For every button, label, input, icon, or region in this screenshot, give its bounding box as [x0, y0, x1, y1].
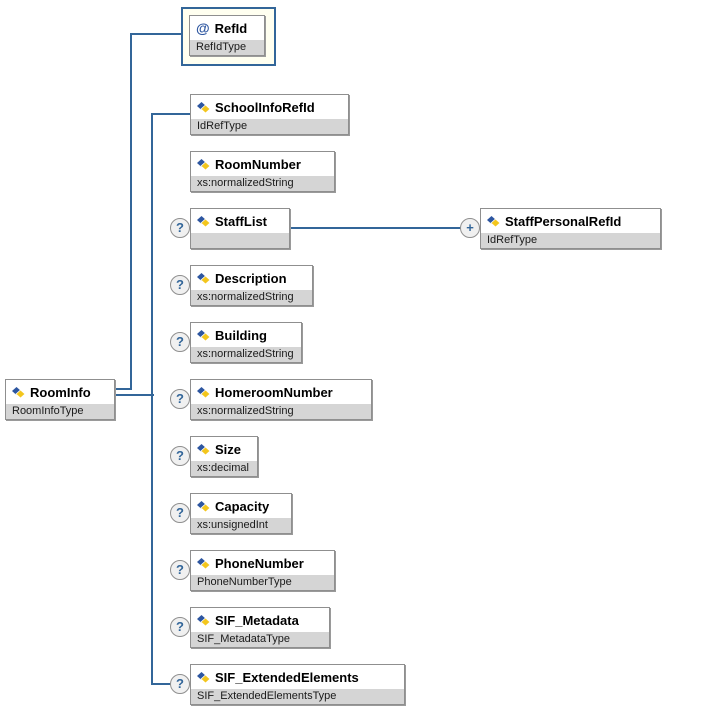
node-type: SIF_ExtendedElementsType [191, 689, 404, 704]
element-icon [197, 500, 210, 512]
connector-root-to-trunk [115, 394, 154, 396]
node-type: SIF_MetadataType [191, 632, 329, 647]
node-type: xs:normalizedString [191, 347, 301, 362]
node-type: xs:unsignedInt [191, 518, 291, 533]
node-capacity[interactable]: Capacity xs:unsignedInt [190, 493, 292, 534]
node-type: PhoneNumberType [191, 575, 334, 590]
node-building[interactable]: Building xs:normalizedString [190, 322, 302, 363]
node-type: xs:decimal [191, 461, 257, 476]
node-stafflist[interactable]: StaffList [190, 208, 290, 249]
element-icon [12, 386, 25, 398]
node-phonenumber[interactable]: PhoneNumber PhoneNumberType [190, 550, 335, 591]
element-icon [197, 443, 210, 455]
optional-marker: ? [170, 674, 190, 694]
node-name: Capacity [215, 498, 270, 514]
attribute-group-frame: @ RefId RefIdType [181, 7, 276, 66]
node-name: StaffPersonalRefId [505, 213, 622, 229]
element-icon [197, 101, 210, 113]
connector-attribute-horizontal [130, 33, 182, 35]
node-name: Description [215, 270, 287, 286]
node-description[interactable]: Description xs:normalizedString [190, 265, 313, 306]
connector-attribute-vertical [130, 33, 132, 390]
node-sif-extendedelements[interactable]: SIF_ExtendedElements SIF_ExtendedElement… [190, 664, 405, 705]
connector-attribute-stub [115, 388, 132, 390]
element-icon [197, 272, 210, 284]
expand-button[interactable]: + [460, 218, 480, 238]
node-type: RefIdType [190, 40, 264, 55]
optional-marker: ? [170, 617, 190, 637]
element-icon [197, 557, 210, 569]
node-type: IdRefType [481, 233, 660, 248]
node-type: IdRefType [191, 119, 348, 134]
node-type: xs:normalizedString [191, 290, 312, 305]
node-refid[interactable]: @ RefId RefIdType [189, 15, 265, 56]
element-icon [197, 671, 210, 683]
node-sif-metadata[interactable]: SIF_Metadata SIF_MetadataType [190, 607, 330, 648]
node-name: RoomInfo [30, 384, 91, 400]
node-schoolinforefid[interactable]: SchoolInfoRefId IdRefType [190, 94, 349, 135]
connector-branch-last-child [151, 683, 171, 685]
node-name: PhoneNumber [215, 555, 304, 571]
node-type [191, 233, 289, 248]
node-size[interactable]: Size xs:decimal [190, 436, 258, 477]
optional-marker: ? [170, 389, 190, 409]
node-name: RoomNumber [215, 156, 301, 172]
node-name: Building [215, 327, 267, 343]
element-icon [197, 329, 210, 341]
attribute-at-icon: @ [196, 20, 210, 36]
node-name: RefId [214, 20, 248, 36]
node-type: xs:normalizedString [191, 176, 334, 191]
element-icon [197, 386, 210, 398]
element-icon [487, 215, 500, 227]
optional-marker: ? [170, 560, 190, 580]
element-icon [197, 215, 210, 227]
connector-branch-first-child [151, 113, 190, 115]
node-name: SchoolInfoRefId [215, 99, 315, 115]
node-type: RoomInfoType [6, 404, 114, 419]
node-homeroomnumber[interactable]: HomeroomNumber xs:normalizedString [190, 379, 372, 420]
connector-stafflist-child [291, 227, 461, 229]
node-name: Size [215, 441, 242, 457]
optional-marker: ? [170, 332, 190, 352]
node-roominfo[interactable]: RoomInfo RoomInfoType [5, 379, 115, 420]
optional-marker: ? [170, 503, 190, 523]
element-icon [197, 614, 210, 626]
node-name: SIF_Metadata [215, 612, 299, 628]
node-staffpersonalrefid[interactable]: StaffPersonalRefId IdRefType [480, 208, 661, 249]
node-type: xs:normalizedString [191, 404, 371, 419]
optional-marker: ? [170, 218, 190, 238]
node-name: SIF_ExtendedElements [215, 669, 359, 685]
node-name: StaffList [215, 213, 267, 229]
connector-trunk [151, 113, 153, 685]
node-name: HomeroomNumber [215, 384, 333, 400]
element-icon [197, 158, 210, 170]
node-roomnumber[interactable]: RoomNumber xs:normalizedString [190, 151, 335, 192]
optional-marker: ? [170, 446, 190, 466]
optional-marker: ? [170, 275, 190, 295]
